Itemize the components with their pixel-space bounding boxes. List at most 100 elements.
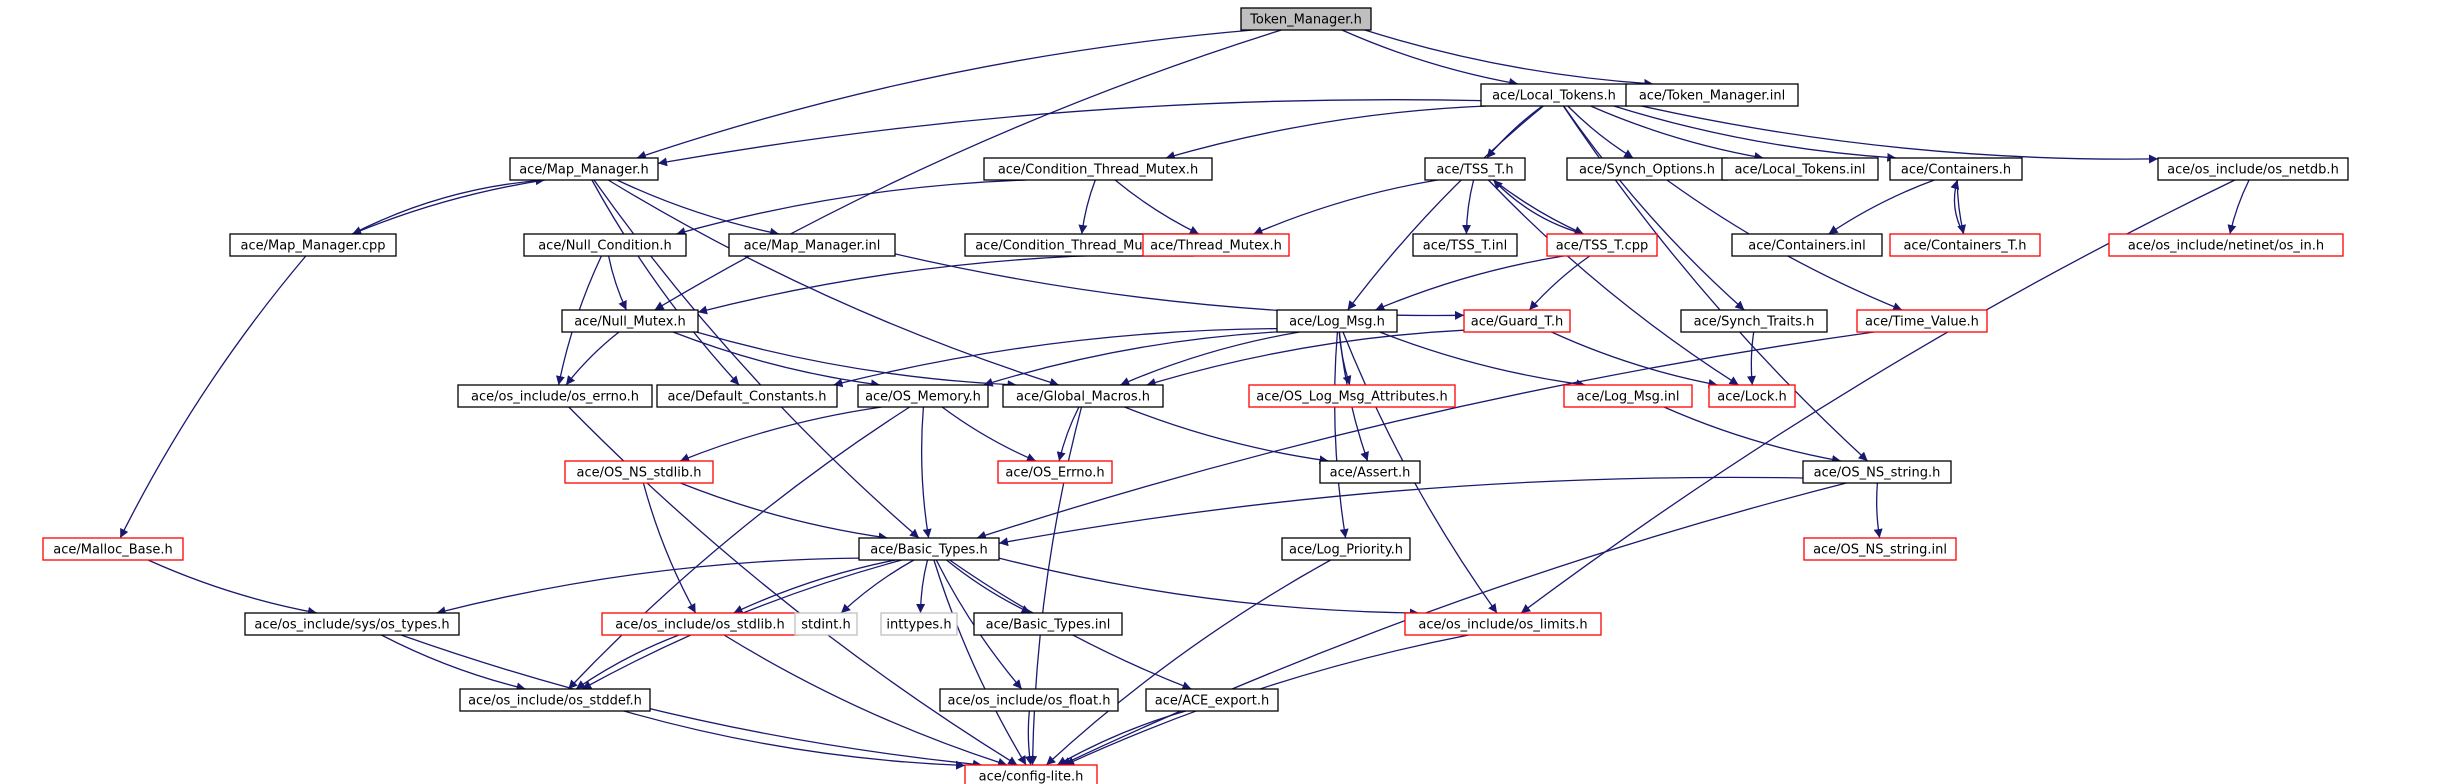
node-box <box>1463 309 1571 333</box>
node-label: ace/Token_Manager.inl <box>1639 89 1785 104</box>
node-map-manager-h[interactable]: ace/Map_Manager.h <box>509 157 659 181</box>
node-tss-t-h[interactable]: ace/TSS_T.h <box>1424 157 1526 181</box>
node-label: ace/os_include/os_stddef.h <box>468 694 642 709</box>
node-label: ace/Log_Msg.h <box>1289 315 1385 330</box>
node-lock-h[interactable]: ace/Lock.h <box>1708 384 1796 408</box>
edge-local_tokens_h-to-map_manager_h <box>657 99 1482 167</box>
node-label: ace/Log_Priority.h <box>1289 543 1403 558</box>
node-os-memory-h[interactable]: ace/OS_Memory.h <box>857 384 989 408</box>
node-box <box>1731 233 1883 257</box>
node-inttypes-h[interactable]: inttypes.h <box>880 612 958 636</box>
node-containers-t-h[interactable]: ace/Containers_T.h <box>1889 233 2041 257</box>
node-tss-t-inl[interactable]: ace/TSS_T.inl <box>1412 233 1518 257</box>
node-default-constants-h[interactable]: ace/Default_Constants.h <box>656 384 838 408</box>
node-thread-mutex-h[interactable]: ace/Thread_Mutex.h <box>1142 233 1290 257</box>
edge-null_mutex_h-to-global_macros_h <box>696 331 1017 390</box>
edge-ace_export_h-to-config_lite_h <box>1056 710 1186 766</box>
node-box <box>794 612 858 636</box>
node-label: ace/Global_Macros.h <box>1016 390 1150 405</box>
node-ace-export-h[interactable]: ace/ACE_export.h <box>1145 688 1279 712</box>
node-label: ace/Local_Tokens.inl <box>1734 163 1865 178</box>
node-os-netdb-h[interactable]: ace/os_include/os_netdb.h <box>2157 157 2349 181</box>
node-box <box>1802 460 1952 484</box>
node-os-ns-stdlib-h[interactable]: ace/OS_NS_stdlib.h <box>564 460 714 484</box>
node-log-msg-inl[interactable]: ace/Log_Msg.inl <box>1563 384 1693 408</box>
node-basic-types-inl[interactable]: ace/Basic_Types.inl <box>973 612 1123 636</box>
node-map-manager-inl[interactable]: ace/Map_Manager.inl <box>728 233 896 257</box>
node-guard-t-h[interactable]: ace/Guard_T.h <box>1463 309 1571 333</box>
node-map-manager-cpp[interactable]: ace/Map_Manager.cpp <box>229 233 397 257</box>
edge-os_stdlib_h-to-config_lite_h <box>723 634 1008 767</box>
edge-local_tokens_h-to-synch_traits_h <box>1563 105 1745 311</box>
edge-global_macros_h-to-assert_h <box>1124 406 1329 465</box>
node-token-manager-inl[interactable]: ace/Token_Manager.inl <box>1625 83 1799 107</box>
edge-tss_t_cpp-to-guard_t_h <box>1528 255 1591 311</box>
node-os-ns-string-inl[interactable]: ace/OS_NS_string.inl <box>1803 537 1957 561</box>
node-token-manager-h[interactable]: Token_Manager.h <box>1240 7 1372 31</box>
node-label: ace/os_include/os_limits.h <box>1418 618 1587 633</box>
node-box <box>1412 233 1518 257</box>
node-box <box>1142 233 1290 257</box>
node-local-tokens-inl[interactable]: ace/Local_Tokens.inl <box>1721 157 1879 181</box>
edge-os_stdlib_h-to-os_stddef_h <box>575 634 680 690</box>
node-os-float-h[interactable]: ace/os_include/os_float.h <box>939 688 1119 712</box>
node-box <box>561 309 699 333</box>
node-label: ace/Basic_Types.inl <box>986 618 1111 633</box>
node-containers-h[interactable]: ace/Containers.h <box>1889 157 2023 181</box>
node-stdint-h[interactable]: stdint.h <box>794 612 858 636</box>
node-synch-options-h[interactable]: ace/Synch_Options.h <box>1566 157 1728 181</box>
node-sys-os-types-h[interactable]: ace/os_include/sys/os_types.h <box>244 612 460 636</box>
node-config-lite-h[interactable]: ace/config-lite.h <box>964 764 1098 784</box>
node-label: ace/Synch_Options.h <box>1579 163 1715 178</box>
node-label: ace/Map_Manager.h <box>519 163 649 178</box>
node-os-log-msg-attr-h[interactable]: ace/OS_Log_Msg_Attributes.h <box>1248 384 1456 408</box>
edge-synch_traits_h-to-lock_h <box>1746 331 1756 386</box>
edge-os_ns_stdlib_h-to-os_stdlib_h <box>642 482 697 614</box>
edge-tss_t_h-to-tss_t_inl <box>1462 179 1475 235</box>
node-os-errno-h[interactable]: ace/os_include/os_errno.h <box>457 384 653 408</box>
node-box <box>728 233 896 257</box>
node-cond-thread-mutex-h[interactable]: ace/Condition_Thread_Mutex.h <box>983 157 1213 181</box>
edge-containers_t_h-to-containers_h <box>1950 179 1965 235</box>
node-malloc-base-h[interactable]: ace/Malloc_Base.h <box>42 537 184 561</box>
edge-global_macros_h-to-ace_os_errno_h <box>1056 406 1080 462</box>
node-tss-t-cpp[interactable]: ace/TSS_T.cpp <box>1546 233 1658 257</box>
node-global-macros-h[interactable]: ace/Global_Macros.h <box>1002 384 1164 408</box>
node-null-mutex-h[interactable]: ace/Null_Mutex.h <box>561 309 699 333</box>
node-label: ace/OS_NS_string.inl <box>1813 543 1947 558</box>
node-netinet-in-h[interactable]: ace/os_include/netinet/os_in.h <box>2108 233 2344 257</box>
node-cond-thread-mutex-inl[interactable]: ace/Condition_Thread_Mutex.inl <box>964 233 1194 257</box>
edge-local_tokens_h-to-containers_h <box>1613 105 1897 162</box>
edge-log_priority_h-to-config_lite_h <box>1045 559 1332 766</box>
node-box <box>1276 309 1398 333</box>
node-box <box>2157 157 2349 181</box>
node-label: ace/Condition_Thread_Mutex.inl <box>975 239 1183 254</box>
node-layer: Token_Manager.h ace/Local_Tokens.h ace/Tok… <box>42 7 2349 784</box>
node-label: ace/OS_Errno.h <box>1005 466 1104 481</box>
node-synch-traits-h[interactable]: ace/Synch_Traits.h <box>1680 309 1828 333</box>
node-containers-inl[interactable]: ace/Containers.inl <box>1731 233 1883 257</box>
node-os-stddef-h[interactable]: ace/os_include/os_stddef.h <box>459 688 651 712</box>
edge-log_msg_h-to-default_constants_h <box>833 327 1278 388</box>
node-label: ace/os_include/os_netdb.h <box>2167 163 2339 178</box>
node-os-ns-string-h[interactable]: ace/OS_NS_string.h <box>1802 460 1952 484</box>
node-os-limits-h[interactable]: ace/os_include/os_limits.h <box>1404 612 1602 636</box>
node-ace-os-errno-h[interactable]: ace/OS_Errno.h <box>997 460 1113 484</box>
node-null-condition-h[interactable]: ace/Null_Condition.h <box>523 233 687 257</box>
node-label: ace/Thread_Mutex.h <box>1150 239 1282 254</box>
node-box <box>457 384 653 408</box>
node-log-msg-h[interactable]: ace/Log_Msg.h <box>1276 309 1398 333</box>
node-local-tokens-h[interactable]: ace/Local_Tokens.h <box>1480 83 1628 107</box>
node-log-priority-h[interactable]: ace/Log_Priority.h <box>1281 537 1411 561</box>
node-box <box>656 384 838 408</box>
node-box <box>523 233 687 257</box>
node-assert-h[interactable]: ace/Assert.h <box>1319 460 1421 484</box>
node-os-stdlib-h[interactable]: ace/os_include/os_stdlib.h <box>601 612 799 636</box>
edge-null_mutex_h-to-os_errno_h <box>565 331 620 386</box>
node-basic-types-h[interactable]: ace/Basic_Types.h <box>858 537 1000 561</box>
node-box <box>1856 309 1988 333</box>
edge-os_memory_h-to-os_stddef_h <box>567 406 911 690</box>
edge-sys_os_types_h-to-config_lite_h <box>400 634 982 769</box>
node-time-value-h[interactable]: ace/Time_Value.h <box>1856 309 1988 333</box>
node-label: ace/Synch_Traits.h <box>1694 315 1815 330</box>
